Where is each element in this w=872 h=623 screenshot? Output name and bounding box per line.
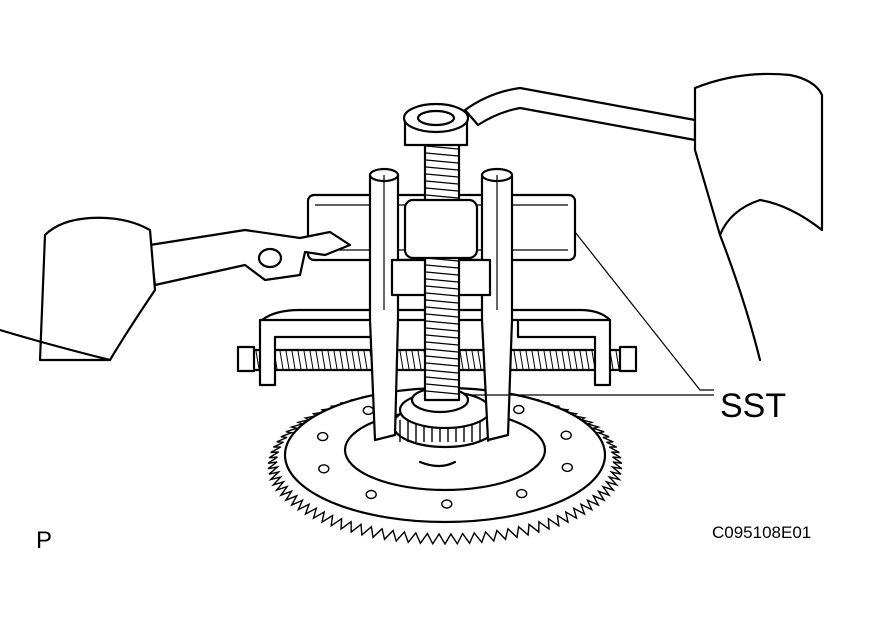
rod-thread (543, 350, 548, 370)
rod-thread (549, 350, 554, 370)
screw-thread (425, 145, 459, 150)
bolt-hole (318, 464, 330, 474)
sst-leader-lines (470, 231, 714, 396)
screw-thread (425, 320, 459, 325)
screw-thread (425, 355, 459, 360)
bolt-hole (560, 430, 572, 440)
screw-thread (425, 362, 459, 367)
bolt-hole (513, 404, 525, 415)
bolt-hole (365, 489, 377, 500)
corner-label: P (36, 527, 52, 554)
shaft-end (418, 460, 457, 468)
open-end-wrench-body (148, 228, 352, 287)
screw-thread (425, 306, 459, 311)
bolt-hole (516, 488, 528, 499)
wrench-adjuster (257, 247, 283, 269)
screw-thread (425, 264, 459, 269)
center-screw (402, 102, 479, 402)
screw-thread (425, 334, 459, 339)
screw-thread (425, 152, 459, 157)
rod-thread (303, 350, 308, 370)
screw-thread (425, 173, 459, 178)
bolt-hole (317, 431, 329, 442)
rod-thread (291, 350, 296, 370)
screw-thread (425, 341, 459, 346)
bolt-hole (561, 462, 573, 473)
center-block (403, 198, 479, 260)
left-hand (38, 216, 157, 362)
rod-thread (579, 350, 584, 370)
screw-thread (425, 327, 459, 332)
rod-thread (405, 350, 410, 370)
rod-thread (285, 350, 290, 370)
rod-thread (471, 350, 476, 370)
rod-thread (567, 350, 572, 370)
screw-thread (425, 187, 459, 192)
rod-thread (357, 350, 362, 370)
rod-thread (519, 350, 524, 370)
bolt-hole (362, 405, 374, 416)
screw-head-top (402, 102, 470, 134)
box-wrench (463, 86, 697, 142)
rod-thread (585, 350, 590, 370)
rod-thread (561, 350, 566, 370)
rod-thread (417, 350, 422, 370)
screw-thread (425, 194, 459, 199)
leader-line-upper (574, 231, 714, 391)
rod-thread (351, 350, 356, 370)
rod-thread (555, 350, 560, 370)
screw-thread (425, 348, 459, 353)
rod-thread (297, 350, 302, 370)
right-hand (693, 72, 824, 237)
rod-thread (309, 350, 314, 370)
screw-thread (425, 383, 459, 388)
bolt-hole (441, 499, 453, 509)
screw-thread (425, 180, 459, 185)
rod-thread (411, 350, 416, 370)
rod-thread (615, 350, 620, 370)
rod-thread (327, 350, 332, 370)
box-wrench-handle (463, 86, 697, 142)
rod-nut-right (618, 345, 638, 373)
rod-thread (573, 350, 578, 370)
rod-thread (465, 350, 470, 370)
screw-thread (425, 313, 459, 318)
open-end-wrench (148, 228, 352, 287)
figure-code: C095108E01 (712, 523, 811, 542)
screw-thread (425, 299, 459, 304)
screw-thread (425, 390, 459, 395)
screw-thread (425, 369, 459, 374)
rod-thread (537, 350, 542, 370)
rod-thread (255, 350, 260, 370)
hands (0, 72, 824, 362)
sst-label: SST (720, 387, 786, 425)
rod-thread (315, 350, 320, 370)
screw-thread (425, 278, 459, 283)
screw-thread (425, 285, 459, 290)
rod-thread (513, 350, 518, 370)
screw-shaft (423, 138, 461, 402)
screw-thread (425, 166, 459, 171)
rod-thread (321, 350, 326, 370)
rod-thread (525, 350, 530, 370)
rod-thread (363, 350, 368, 370)
rod-thread (459, 350, 464, 370)
rod-thread (279, 350, 284, 370)
rod-thread (345, 350, 350, 370)
rod-thread (477, 350, 482, 370)
rod-thread (339, 350, 344, 370)
screw-thread (425, 292, 459, 297)
screw-thread (425, 159, 459, 164)
screw-thread (425, 271, 459, 276)
rod-nut-left (236, 345, 256, 373)
rod-thread (399, 350, 404, 370)
rod-thread (531, 350, 536, 370)
screw-thread (425, 376, 459, 381)
rod-thread (333, 350, 338, 370)
puller-arms (368, 167, 514, 442)
